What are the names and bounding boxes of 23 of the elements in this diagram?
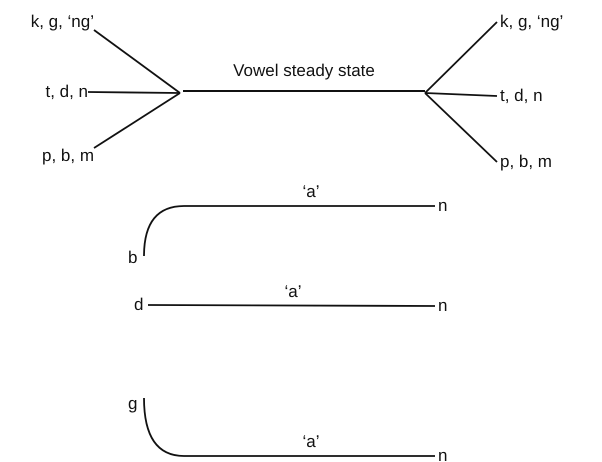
- connector-line: [88, 91, 180, 94]
- phoneme-label: g: [128, 394, 142, 414]
- phoneme-label: p, b, m: [500, 152, 592, 172]
- phoneme-label: t, d, n: [500, 86, 572, 106]
- phoneme-label: n: [438, 196, 452, 216]
- phoneme-label: n: [438, 446, 452, 462]
- connector-line: [94, 92, 180, 149]
- phoneme-label: t, d, n: [20, 82, 88, 102]
- connector-line: [424, 92, 498, 97]
- phoneme-label: k, g, ‘ng’: [500, 12, 600, 32]
- phoneme-label: b: [128, 248, 142, 268]
- phoneme-label: k, g, ‘ng’: [2, 12, 94, 32]
- phoneme-label: n: [438, 296, 452, 316]
- transition-curve: [143, 205, 435, 256]
- steady-state-line: [183, 61, 425, 92]
- connector-line: [93, 29, 181, 94]
- connector-line: [148, 304, 435, 307]
- transition-curve: [143, 398, 435, 457]
- phoneme-label: d: [134, 295, 148, 315]
- connector-line: [424, 21, 498, 94]
- steady-state-label: Vowel steady state: [233, 61, 375, 81]
- connector-line: [424, 92, 498, 163]
- phoneme-label: p, b, m: [2, 146, 94, 166]
